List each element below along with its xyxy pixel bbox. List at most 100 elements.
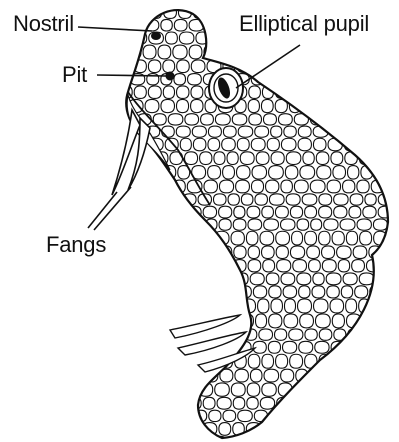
scale — [344, 138, 356, 151]
scale — [233, 45, 245, 59]
scale — [389, 126, 399, 137]
scale — [348, 354, 360, 368]
scale — [223, 6, 236, 18]
scale — [114, 260, 126, 272]
scale — [347, 99, 360, 112]
scale — [211, 299, 225, 313]
scale — [383, 436, 394, 442]
scale — [306, 423, 319, 436]
scale — [192, 219, 203, 230]
scale — [114, 314, 125, 328]
scale — [338, 369, 349, 382]
scale — [390, 273, 399, 285]
scale — [121, 354, 132, 368]
scale — [138, 246, 149, 259]
scale — [372, 152, 384, 165]
scale — [141, 231, 154, 245]
scale — [114, 369, 126, 382]
scale — [114, 231, 125, 245]
scale — [383, 246, 397, 259]
scale — [394, 206, 399, 218]
scale — [156, 206, 168, 218]
scale — [325, 60, 340, 73]
scale — [339, 397, 353, 409]
scale — [367, 369, 381, 382]
scale — [373, 45, 387, 59]
scale — [356, 45, 370, 59]
scale — [309, 397, 322, 409]
scale — [372, 299, 384, 313]
scale — [380, 423, 395, 436]
scale — [368, 397, 382, 409]
scale — [237, 60, 252, 73]
scale — [332, 354, 346, 368]
pupil-leader-line — [236, 45, 300, 88]
scale — [358, 138, 370, 151]
scale — [164, 354, 177, 368]
scale — [149, 166, 161, 180]
scale — [347, 341, 361, 353]
scale — [163, 286, 176, 298]
scale — [391, 86, 399, 98]
scale — [114, 45, 126, 59]
scale — [343, 410, 354, 421]
scale — [295, 74, 306, 85]
scale — [158, 423, 170, 436]
scale — [372, 138, 385, 151]
scale — [304, 436, 319, 442]
scale — [389, 354, 399, 368]
scale — [168, 383, 182, 396]
nostril-leader-line — [78, 27, 152, 31]
scale — [382, 19, 396, 31]
scale — [342, 60, 355, 73]
scale — [332, 86, 345, 98]
scale — [340, 45, 355, 59]
scale — [355, 397, 366, 409]
scale — [114, 341, 126, 353]
scale — [140, 314, 152, 328]
scale — [192, 273, 205, 285]
scale — [219, 45, 231, 59]
scale — [322, 74, 333, 85]
scale — [282, 74, 294, 85]
scale — [208, 286, 220, 298]
scale — [165, 273, 177, 285]
scale — [359, 126, 373, 137]
scale — [376, 273, 388, 285]
scale — [369, 383, 384, 396]
scale — [311, 60, 322, 73]
scale — [127, 423, 139, 436]
scale — [389, 219, 399, 230]
scale — [324, 397, 337, 409]
scale — [134, 273, 147, 285]
scale — [386, 6, 399, 18]
scale — [342, 114, 357, 125]
scale — [114, 286, 129, 298]
scale — [168, 194, 181, 205]
scale — [329, 410, 340, 421]
scale — [263, 45, 275, 59]
scale — [188, 260, 201, 272]
scale — [157, 231, 168, 245]
scale — [121, 410, 135, 421]
scale — [357, 60, 371, 73]
scale — [371, 6, 384, 18]
scale — [169, 314, 182, 328]
scale — [242, 436, 256, 442]
scale — [359, 152, 370, 165]
scale — [193, 6, 204, 18]
fang-front — [112, 110, 140, 195]
scale — [187, 423, 201, 436]
scale — [141, 206, 153, 218]
scale — [379, 99, 392, 112]
scale — [375, 354, 387, 368]
scale — [293, 397, 307, 409]
scale — [321, 436, 335, 442]
scale — [247, 45, 261, 59]
scale — [379, 329, 394, 340]
scale — [121, 219, 132, 230]
scale — [379, 314, 393, 328]
scale — [127, 231, 139, 245]
scale — [137, 410, 151, 421]
